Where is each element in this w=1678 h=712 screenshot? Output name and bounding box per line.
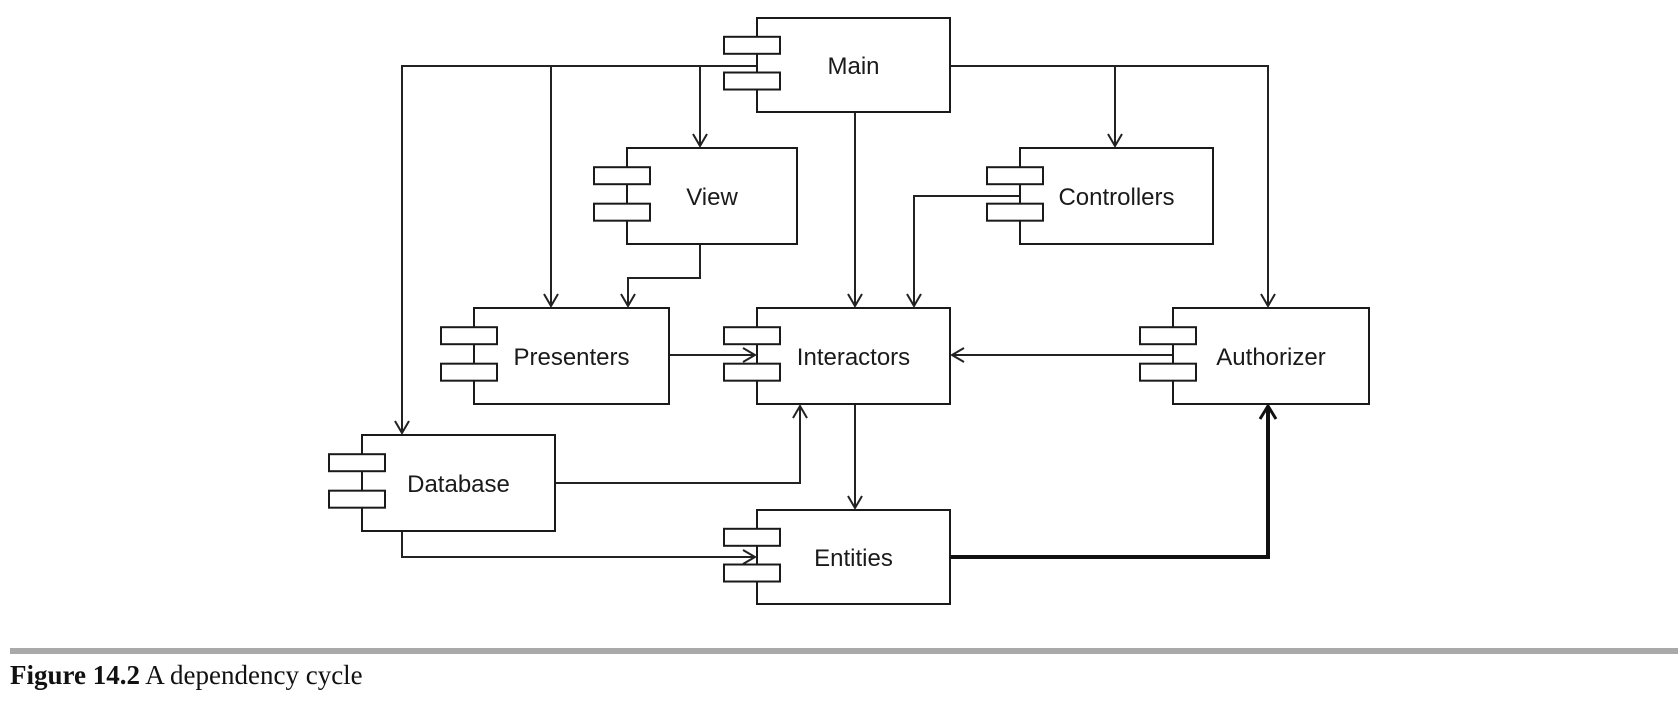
component-controllers: Controllers bbox=[986, 147, 1214, 245]
component-box bbox=[1172, 307, 1370, 405]
component-label: Database bbox=[407, 471, 510, 498]
component-authorizer: Authorizer bbox=[1139, 307, 1370, 405]
component-interactors: Interactors bbox=[723, 307, 951, 405]
component-tab-icon bbox=[1139, 326, 1197, 346]
dependency-arrow-controllers-to-interactors bbox=[906, 195, 1020, 308]
component-label: View bbox=[686, 184, 738, 211]
component-tab-icon bbox=[723, 35, 781, 55]
component-box bbox=[626, 147, 798, 245]
component-tab-icon bbox=[986, 202, 1044, 222]
component-view: View bbox=[593, 147, 798, 245]
component-presenters: Presenters bbox=[440, 307, 670, 405]
component-label: Main bbox=[827, 53, 879, 80]
component-tab-icon bbox=[1139, 362, 1197, 382]
dependency-arrow-main-to-controllers bbox=[950, 65, 1123, 148]
caption-divider bbox=[10, 648, 1678, 654]
component-tab-icon bbox=[723, 527, 781, 547]
figure-caption-text: A dependency cycle bbox=[145, 660, 363, 690]
component-tab-icon bbox=[440, 326, 498, 346]
component-tab-icon bbox=[723, 326, 781, 346]
dependency-arrow-main-to-authorizer bbox=[1115, 65, 1276, 308]
component-box bbox=[1019, 147, 1214, 245]
figure-number: Figure 14.2 bbox=[10, 660, 140, 690]
component-tab-icon bbox=[593, 202, 651, 222]
component-label: Presenters bbox=[513, 344, 629, 371]
dependency-arrow-database-to-interactors bbox=[555, 404, 808, 484]
component-box bbox=[473, 307, 670, 405]
component-tab-icon bbox=[440, 362, 498, 382]
dependency-arrow-database-to-entities bbox=[401, 531, 757, 565]
figure-caption: Figure 14.2 A dependency cycle bbox=[10, 660, 363, 691]
component-tab-icon bbox=[723, 362, 781, 382]
component-main: Main bbox=[723, 17, 951, 113]
component-tab-icon bbox=[723, 563, 781, 583]
component-database: Database bbox=[328, 434, 556, 532]
component-tab-icon bbox=[986, 166, 1044, 186]
component-tab-icon bbox=[328, 453, 386, 473]
component-entities: Entities bbox=[723, 509, 951, 605]
component-label: Entities bbox=[814, 545, 893, 572]
dependency-arrow-entities-to-authorizer bbox=[950, 403, 1278, 559]
component-tab-icon bbox=[593, 166, 651, 186]
component-box bbox=[361, 434, 556, 532]
component-label: Controllers bbox=[1058, 184, 1174, 211]
component-box bbox=[756, 509, 951, 605]
dependency-arrow-view-to-presenters bbox=[620, 244, 701, 308]
component-box bbox=[756, 17, 951, 113]
dependency-arrow-main-to-database bbox=[394, 65, 551, 435]
component-box bbox=[756, 307, 951, 405]
component-tab-icon bbox=[328, 489, 386, 509]
component-label: Interactors bbox=[797, 344, 910, 371]
component-tab-icon bbox=[723, 71, 781, 91]
component-label: Authorizer bbox=[1216, 344, 1325, 371]
